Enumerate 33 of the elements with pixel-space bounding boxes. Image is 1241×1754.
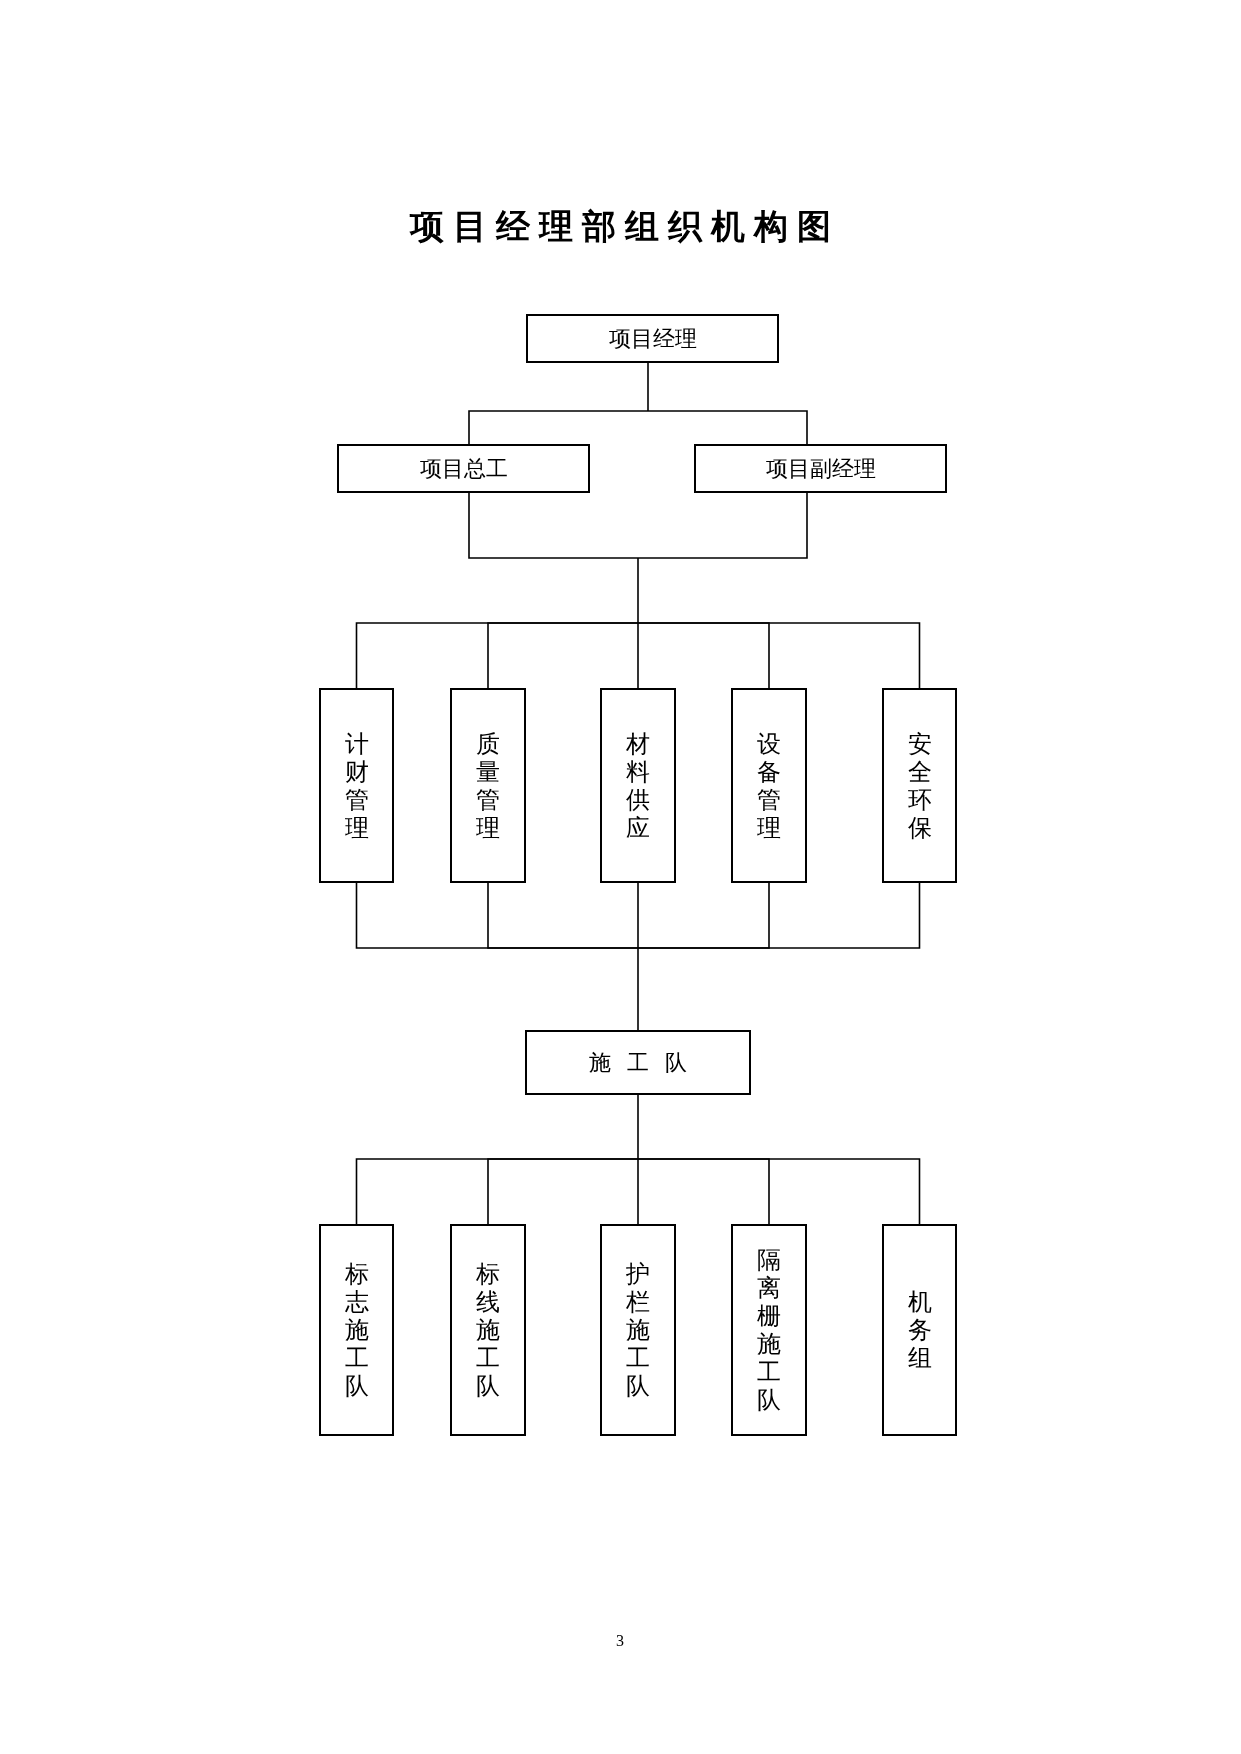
title: 项目经理部组织机构图 [408, 206, 840, 247]
connector-line [647, 362, 649, 412]
team-box: 隔离栅施工队 [731, 1224, 807, 1436]
team-box: 机务组 [882, 1224, 957, 1436]
department-box: 安全环保 [882, 688, 957, 883]
department-box: 质量管理 [450, 688, 526, 883]
connector-line [468, 410, 649, 445]
connector-line [637, 1094, 639, 1160]
role-box: 项目总工 [337, 444, 590, 493]
connector-line [637, 492, 808, 559]
connector-line [468, 492, 639, 559]
connector-line [637, 557, 639, 624]
department-box: 材料供应 [600, 688, 676, 883]
connector-line [637, 1158, 921, 1225]
role-box: 项目副经理 [694, 444, 947, 493]
connector-line [647, 410, 808, 445]
connector-line [487, 622, 639, 689]
connector-line [637, 1158, 639, 1225]
team-box: 标志施工队 [319, 1224, 394, 1436]
connector-line [637, 882, 639, 949]
department-box: 计财管理 [319, 688, 394, 883]
page-number: 3 [616, 1632, 624, 1650]
connector-line [487, 1158, 639, 1225]
connector-line [487, 882, 639, 949]
team-box: 施 工 队 [525, 1030, 751, 1095]
connector-line [637, 622, 639, 689]
department-box: 设备管理 [731, 688, 807, 883]
connector-line [637, 947, 639, 1031]
team-box: 护栏施工队 [600, 1224, 676, 1436]
team-box: 标线施工队 [450, 1224, 526, 1436]
connector-line [637, 882, 921, 949]
connector-line [637, 622, 921, 689]
role-box: 项目经理 [526, 314, 779, 363]
